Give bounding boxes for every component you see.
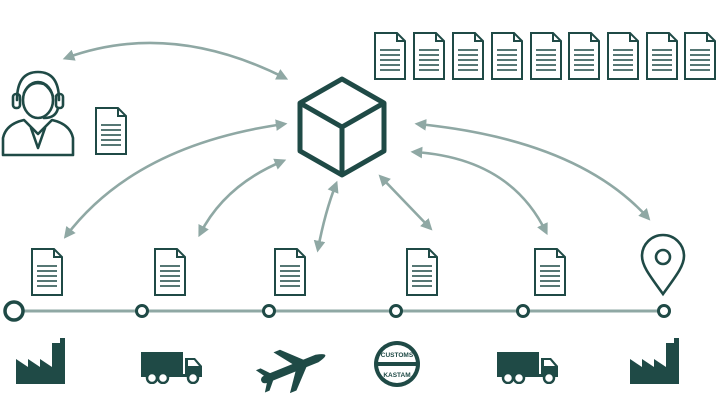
document-icon <box>31 248 63 296</box>
truck-icon <box>141 350 203 384</box>
document-icon <box>452 32 484 80</box>
arrow-customs-hub <box>378 174 433 231</box>
document-stack <box>374 32 716 80</box>
document-icon <box>413 32 445 80</box>
support-agent-icon <box>1 70 75 157</box>
map-pin-icon <box>640 233 686 297</box>
factory-icon <box>16 338 65 384</box>
arrow-destination-hub <box>414 118 651 221</box>
arrow-plane-hub <box>313 180 339 253</box>
document-icon <box>95 107 127 155</box>
airplane-icon <box>255 349 326 394</box>
arrow-agent-hub <box>62 41 289 80</box>
timeline-end-node <box>657 304 671 318</box>
arrow-truck1-hub <box>198 158 287 238</box>
customs-badge-bottom-text: KASTAM <box>383 372 410 379</box>
document-icon <box>154 248 186 296</box>
timeline-node <box>262 304 276 318</box>
arrow-truck2-hub <box>410 146 548 236</box>
document-icon <box>607 32 639 80</box>
document-icon <box>530 32 562 80</box>
document-icon <box>406 248 438 296</box>
document-icon <box>684 32 716 80</box>
timeline-node <box>516 304 530 318</box>
document-icon <box>534 248 566 296</box>
truck-icon <box>497 350 559 384</box>
factory-icon <box>630 338 679 384</box>
timeline <box>3 300 671 322</box>
document-icon <box>568 32 600 80</box>
document-icon <box>491 32 523 80</box>
document-icon <box>374 32 406 80</box>
shipment-documents <box>31 248 566 296</box>
connection-arrows <box>62 41 651 253</box>
document-icon <box>274 248 306 296</box>
cube-icon <box>297 76 387 178</box>
timeline-node <box>389 304 403 318</box>
document-icon <box>646 32 678 80</box>
timeline-node <box>135 304 149 318</box>
timeline-start-node <box>3 300 25 322</box>
customs-badge-top-text: CUSTOMS <box>381 352 414 359</box>
arrow-factory-hub <box>63 119 288 239</box>
customs-badge-icon: CUSTOMS KASTAM <box>374 341 420 387</box>
